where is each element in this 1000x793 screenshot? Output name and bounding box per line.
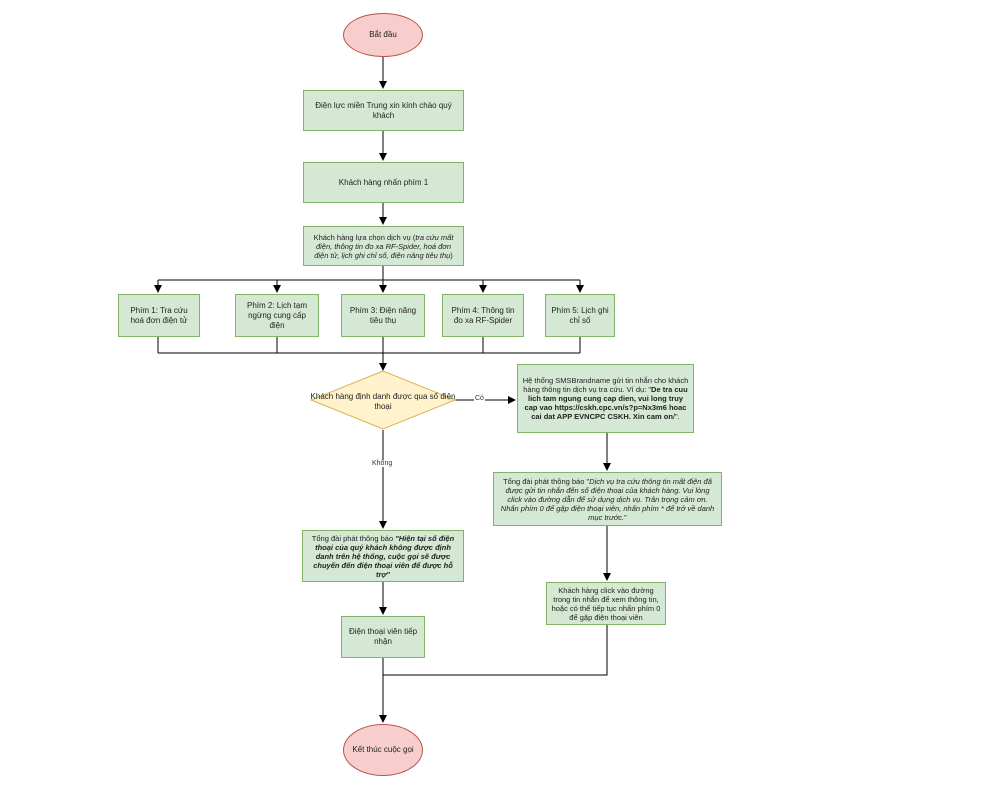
notice-node: Tổng đài phát thông báo "Dịch vụ tra cứu… xyxy=(493,472,722,526)
key-1-text: Phím 1: Tra cứu hoá đơn điện tử xyxy=(130,305,188,325)
key-5-node: Phím 5: Lịch ghi chỉ số xyxy=(545,294,615,337)
click-link-node: Khách hàng click vào đường trong tin nhắ… xyxy=(546,582,666,625)
not-identified-text: Tổng đài phát thông báo "Hiện tại số điệ… xyxy=(311,533,455,579)
operator-text: Điện thoại viên tiếp nhận xyxy=(348,627,418,646)
key-5-text: Phím 5: Lịch ghi chỉ số xyxy=(551,305,609,325)
start-node: Bắt đầu xyxy=(343,13,423,57)
start-text: Bắt đầu xyxy=(369,30,397,39)
key-2-text: Phím 2: Lịch tạm ngừng cung cấp điện xyxy=(246,300,308,330)
label-yes: Có xyxy=(474,395,485,402)
key-2-node: Phím 2: Lịch tạm ngừng cung cấp điện xyxy=(235,294,319,337)
key-1-node: Phím 1: Tra cứu hoá đơn điện tử xyxy=(118,294,200,337)
edge-click-end xyxy=(383,625,608,676)
greeting-node: Điện lực miền Trung xin kính chào quý kh… xyxy=(303,90,464,131)
decision-diamond xyxy=(309,370,457,430)
notice-text: Tổng đài phát thông báo "Dịch vụ tra cứu… xyxy=(500,476,715,522)
click-link-text: Khách hàng click vào đường trong tin nhắ… xyxy=(551,585,661,622)
key-3-node: Phím 3: Điện năng tiêu thụ xyxy=(341,294,425,337)
choose-service-text: Khách hàng lựa chọn dịch vụ (tra cứu mất… xyxy=(313,232,454,260)
press-key-1-node: Khách hàng nhấn phím 1 xyxy=(303,162,464,203)
greeting-text: Điện lực miền Trung xin kính chào quý kh… xyxy=(315,100,452,120)
operator-node: Điện thoại viên tiếp nhận xyxy=(341,616,425,658)
not-identified-node: Tổng đài phát thông báo "Hiện tại số điệ… xyxy=(302,530,464,582)
key-4-text: Phím 4: Thông tin đo xa RF-Spider xyxy=(451,305,515,325)
end-node: Kết thúc cuộc gọi xyxy=(343,724,423,776)
end-text: Kết thúc cuộc gọi xyxy=(352,745,414,754)
decision-text: Khách hàng định danh được qua số điện th… xyxy=(310,392,456,411)
sms-node: Hệ thống SMSBrandname gửi tin nhắn cho k… xyxy=(517,364,694,433)
choose-service-node: Khách hàng lựa chọn dịch vụ (tra cứu mất… xyxy=(303,226,464,266)
label-no: Không xyxy=(371,460,394,467)
press-key-1-text: Khách hàng nhấn phím 1 xyxy=(338,177,429,187)
key-4-node: Phím 4: Thông tin đo xa RF-Spider xyxy=(442,294,524,337)
sms-text: Hệ thống SMSBrandname gửi tin nhắn cho k… xyxy=(522,376,689,421)
key-3-text: Phím 3: Điện năng tiêu thụ xyxy=(349,305,417,325)
